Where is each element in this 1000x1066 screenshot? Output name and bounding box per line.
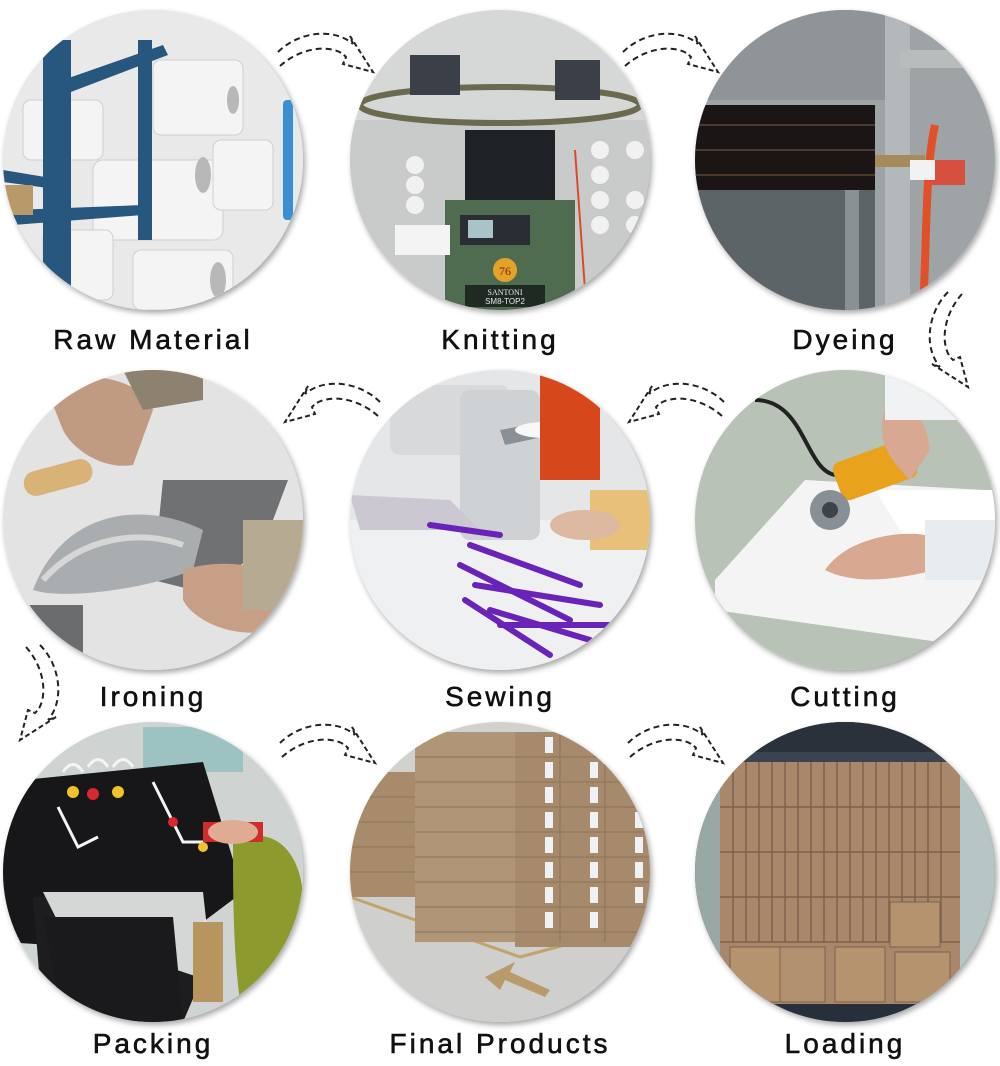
arrow-final-products-to-loading bbox=[627, 713, 728, 773]
dyeing-photo bbox=[695, 10, 995, 310]
dyeing-label: Dyeing bbox=[792, 324, 898, 356]
machine-badge-text: 76 bbox=[499, 264, 511, 278]
dashed-curved-arrow-icon bbox=[628, 382, 725, 423]
arrow-packing-to-final-products bbox=[279, 713, 380, 773]
raw-material-label: Raw Material bbox=[53, 324, 253, 356]
arrow-dyeing-to-cutting bbox=[918, 291, 978, 392]
step-knitting: 76 SANTONI SM8-TOP2 Knitting bbox=[350, 10, 650, 355]
dashed-curved-arrow-icon bbox=[284, 382, 381, 423]
dashed-curved-arrow-icon bbox=[928, 291, 969, 388]
dashed-curved-arrow-icon bbox=[19, 644, 60, 741]
knitting-photo: 76 SANTONI SM8-TOP2 bbox=[350, 10, 650, 310]
ironing-photo bbox=[3, 370, 303, 670]
packing-label: Packing bbox=[92, 1028, 214, 1060]
dashed-curved-arrow-icon bbox=[622, 32, 719, 73]
step-cutting: Cutting bbox=[695, 370, 995, 712]
step-ironing: Ironing bbox=[3, 370, 303, 712]
packing-photo bbox=[3, 722, 303, 1022]
machine-model-text: SM8-TOP2 bbox=[485, 297, 525, 306]
ironing-label: Ironing bbox=[99, 681, 207, 713]
loading-photo bbox=[695, 722, 995, 1022]
dashed-curved-arrow-icon bbox=[277, 32, 374, 73]
step-dyeing: Dyeing bbox=[695, 10, 995, 355]
arrow-knitting-to-dyeing bbox=[622, 22, 723, 82]
dashed-curved-arrow-icon bbox=[627, 723, 724, 764]
cutting-label: Cutting bbox=[790, 681, 900, 713]
cutting-photo bbox=[695, 370, 995, 670]
dashed-curved-arrow-icon bbox=[279, 723, 376, 764]
arrow-sewing-to-ironing bbox=[280, 372, 381, 432]
arrow-raw-material-to-knitting bbox=[277, 22, 378, 82]
step-raw-material: Raw Material bbox=[3, 10, 303, 355]
final-products-label: Final Products bbox=[389, 1028, 611, 1060]
step-final-products: Final Products bbox=[350, 722, 650, 1059]
arrow-ironing-to-packing bbox=[10, 644, 70, 745]
sewing-photo bbox=[350, 370, 650, 670]
arrow-cutting-to-sewing bbox=[624, 372, 725, 432]
loading-label: Loading bbox=[784, 1028, 906, 1060]
raw-material-photo bbox=[3, 10, 303, 310]
step-packing: Packing bbox=[3, 722, 303, 1059]
step-loading: Loading bbox=[695, 722, 995, 1059]
sewing-label: Sewing bbox=[445, 681, 555, 713]
machine-brand-text: SANTONI bbox=[488, 288, 523, 297]
final-products-photo bbox=[350, 722, 650, 1022]
knitting-label: Knitting bbox=[441, 324, 559, 356]
step-sewing: Sewing bbox=[350, 370, 650, 712]
